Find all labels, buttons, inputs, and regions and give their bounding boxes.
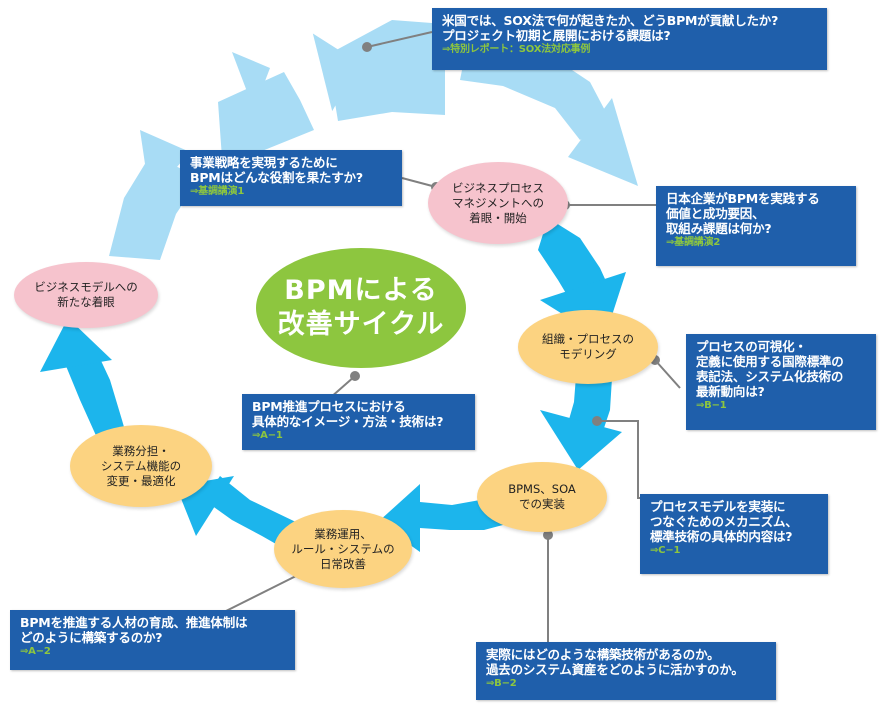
arrow-head-impl — [540, 410, 622, 470]
reference-japan: ⇒基調講演2 — [666, 237, 721, 248]
cycle-title-line2: 改善サイクル — [277, 309, 445, 340]
node-operation: 業務運用、 ルール・システムの 日常改善 — [274, 510, 412, 588]
question-box-tech: 実際にはどのような構築技術があるのか。 過去のシステム資産をどのように活かすのか… — [476, 642, 776, 700]
question-box-visualization: プロセスの可視化・ 定義に使用する国際標準の 表記法、システム化技術の 最新動向… — [686, 334, 876, 430]
node-implementation: BPMS、SOA での実装 — [477, 462, 607, 532]
node-implementation-line2: での実装 — [519, 497, 565, 511]
arrow-head-top — [312, 33, 360, 112]
arrow-segment-left — [109, 154, 200, 260]
arrow-head-upper-left — [232, 52, 270, 110]
node-new-model: ビジネスモデルへの 新たな着眼 — [14, 262, 158, 328]
question-japan-line3: 取組み課題は何か? — [666, 221, 772, 236]
arrow-operation-to-optimization — [204, 476, 300, 552]
arrow-head-newmodel — [40, 318, 112, 372]
node-modeling-line2: モデリング — [559, 347, 617, 361]
arrow-start-to-modeling — [538, 218, 610, 300]
cycle-title: BPMによる 改善サイクル — [256, 248, 466, 368]
question-mechanism-line1: プロセスモデルを実装に — [650, 499, 786, 514]
question-tech-line2: 過去のシステム資産をどのように活かすのか。 — [486, 662, 744, 677]
node-new-model-line2: 新たな着眼 — [57, 295, 115, 309]
question-box-japan: 日本企業がBPMを実践する 価値と成功要因、 取組み課題は何か? ⇒基調講演2 — [656, 186, 856, 266]
arrow-head-operation — [378, 484, 420, 552]
node-new-model-line1: ビジネスモデルへの — [34, 280, 138, 294]
question-strategy-line2: BPMはどんな役割を果たすか? — [190, 170, 363, 185]
reference-sox: ⇒特別レポート：SOX法対応事例 — [442, 44, 591, 55]
node-optimization-line1: 業務分担・ — [112, 443, 170, 458]
arrow-segment-top — [327, 20, 445, 121]
question-hr-line1: BPMを推進する人材の育成、推進体制は — [20, 615, 248, 630]
question-hr-line2: どのように構築するのか? — [20, 630, 163, 645]
question-mechanism-line2: つなぐためのメカニズム、 — [650, 514, 798, 529]
node-start: ビジネスプロセス マネジメントへの 着眼・開始 — [428, 162, 568, 244]
node-modeling: 組織・プロセスの モデリング — [518, 310, 658, 384]
leader-visualization — [654, 359, 681, 389]
question-image-line1: BPM推進プロセスにおける — [252, 399, 406, 414]
node-operation-line3: 日常改善 — [320, 556, 366, 571]
node-implementation-line1: BPMS、SOA — [508, 482, 576, 496]
question-japan-line1: 日本企業がBPMを実践する — [666, 191, 820, 206]
question-sox-line2: プロジェクト初期と展開における課題は? — [442, 28, 671, 43]
leader-hr — [217, 573, 301, 616]
node-optimization-line3: 変更・最適化 — [106, 473, 176, 488]
arrow-optimization-to-newmodel — [66, 350, 130, 448]
question-tech-line1: 実際にはどのような構築技術があるのか。 — [486, 647, 720, 662]
question-strategy-line1: 事業戦略を実現するために — [190, 155, 338, 170]
node-optimization: 業務分担・ システム機能の 変更・最適化 — [70, 425, 212, 507]
question-visualization-line4: 最新動向は? — [696, 384, 765, 399]
question-sox-line1: 米国では、SOX法で何が起きたか、どうBPMが貢献したか? — [442, 13, 779, 28]
node-start-line3: 着眼・開始 — [469, 210, 527, 225]
question-japan-line2: 価値と成功要因、 — [666, 206, 765, 221]
question-box-strategy: 事業戦略を実現するために BPMはどんな役割を果たすか? ⇒基調講演1 — [180, 150, 402, 206]
node-start-line2: マネジメントへの — [452, 195, 544, 210]
cycle-title-line1: BPMによる — [284, 275, 438, 306]
arrow-head-right — [568, 98, 638, 186]
question-visualization-line2: 定義に使用する国際標準の — [696, 354, 844, 369]
question-box-sox: 米国では、SOX法で何が起きたか、どうBPMが貢献したか? プロジェクト初期と展… — [432, 8, 827, 70]
reference-strategy: ⇒基調講演1 — [190, 186, 245, 197]
question-mechanism-line3: 標準技術の具体的内容は? — [650, 529, 793, 544]
question-visualization-line3: 表記法、システム化技術の — [696, 369, 844, 384]
node-start-line1: ビジネスプロセス — [452, 180, 544, 195]
reference-hr: ⇒A−2 — [20, 646, 51, 657]
reference-tech: ⇒B−2 — [486, 678, 517, 689]
question-visualization-line1: プロセスの可視化・ — [696, 339, 807, 354]
reference-image: ⇒A−1 — [252, 430, 283, 441]
question-image-line2: 具体的なイメージ・方法・技術は? — [252, 414, 444, 429]
leader-strategy — [401, 177, 437, 188]
leader-sox — [366, 31, 433, 48]
arrow-head-left — [140, 130, 190, 198]
node-modeling-line1: 組織・プロセスの — [542, 332, 634, 346]
node-operation-line1: 業務運用、 — [314, 526, 372, 541]
question-box-mechanism: プロセスモデルを実装に つなぐためのメカニズム、 標準技術の具体的内容は? ⇒C… — [640, 494, 828, 574]
reference-visualization: ⇒B−1 — [696, 400, 727, 411]
question-box-image: BPM推進プロセスにおける 具体的なイメージ・方法・技術は? ⇒A−1 — [242, 394, 475, 450]
node-operation-line2: ルール・システムの — [291, 541, 395, 556]
reference-mechanism: ⇒C−1 — [650, 545, 681, 556]
node-optimization-line2: システム機能の — [100, 458, 182, 473]
question-box-hr: BPMを推進する人材の育成、推進体制は どのように構築するのか? ⇒A−2 — [10, 610, 295, 670]
